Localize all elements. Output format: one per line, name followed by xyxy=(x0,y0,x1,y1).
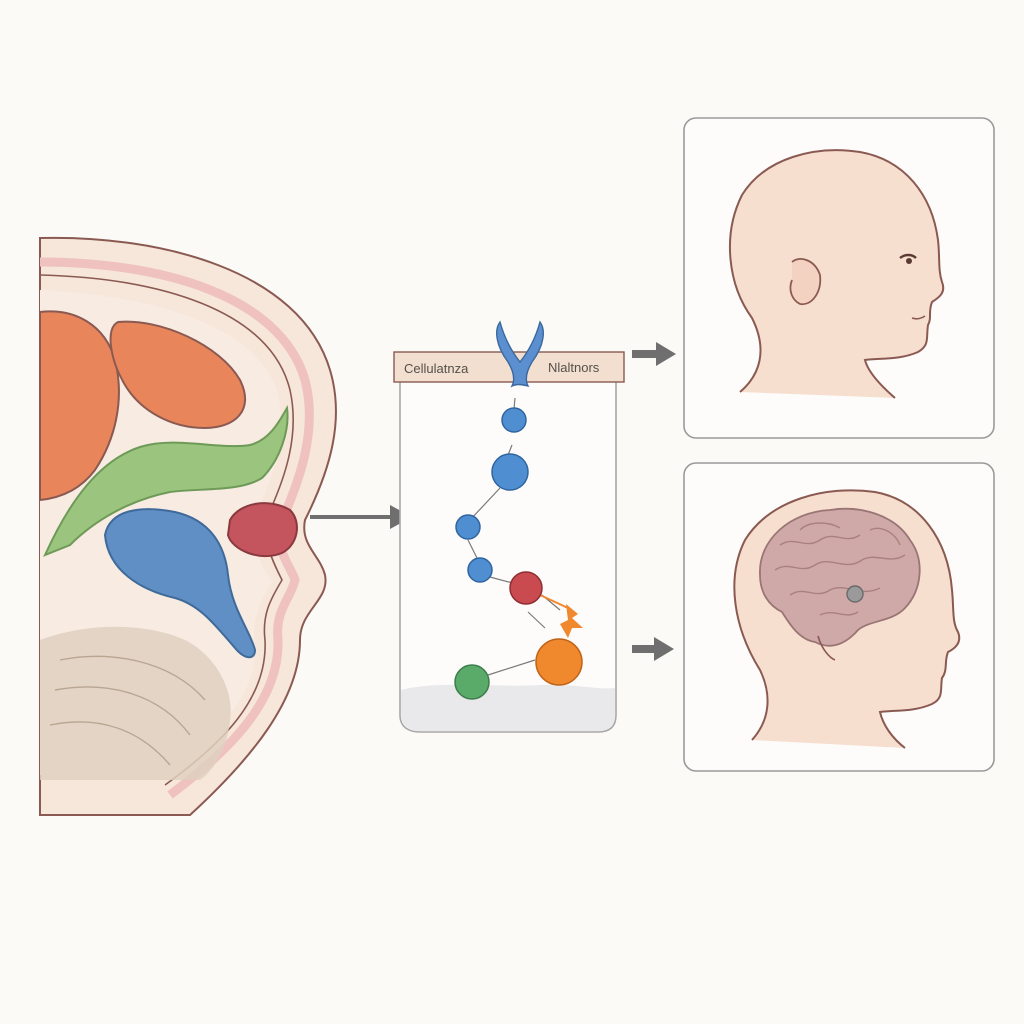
anatomy-cross-section xyxy=(39,236,337,816)
pituitary-marker xyxy=(846,585,864,603)
reaction-spark-icon xyxy=(560,604,583,638)
receptor-icon xyxy=(496,320,544,388)
molecule-blue-2 xyxy=(491,453,529,491)
blue-organ xyxy=(103,508,257,659)
banner-left-label: Cellulatnza xyxy=(404,361,469,376)
orange-link xyxy=(539,594,569,609)
molecule-red xyxy=(509,571,543,605)
molecule-blue-1 xyxy=(501,407,527,433)
brain-folds xyxy=(774,522,906,616)
green-organ xyxy=(43,404,289,557)
arrow-to-top-panel xyxy=(632,342,676,366)
vial-liquid xyxy=(401,684,615,731)
upper-orange-organ xyxy=(109,320,246,430)
brainstem xyxy=(817,635,836,661)
eye-pupil xyxy=(906,258,912,264)
orange-organ xyxy=(39,310,120,502)
ear-icon xyxy=(789,258,822,305)
eye-icon xyxy=(899,253,917,259)
molecule-orange xyxy=(535,638,583,686)
red-gland xyxy=(226,502,298,558)
banner-right-label: Nlaltnors xyxy=(548,360,600,375)
molecule-green xyxy=(454,664,490,700)
base-tissue xyxy=(40,626,231,780)
molecule-blue-3 xyxy=(455,514,481,540)
brain-head-icon xyxy=(733,489,961,749)
head-profile-icon xyxy=(728,149,945,399)
mouth-icon xyxy=(911,315,926,320)
top-panel xyxy=(683,117,995,439)
arrow-to-bottom-panel xyxy=(632,637,674,661)
vial: Cellulatnza Nlaltnors xyxy=(393,320,625,733)
arrow-to-vial xyxy=(310,505,412,529)
molecule-blue-4 xyxy=(467,557,493,583)
bottom-panel xyxy=(683,462,995,772)
base-tissue-lines xyxy=(49,655,206,766)
